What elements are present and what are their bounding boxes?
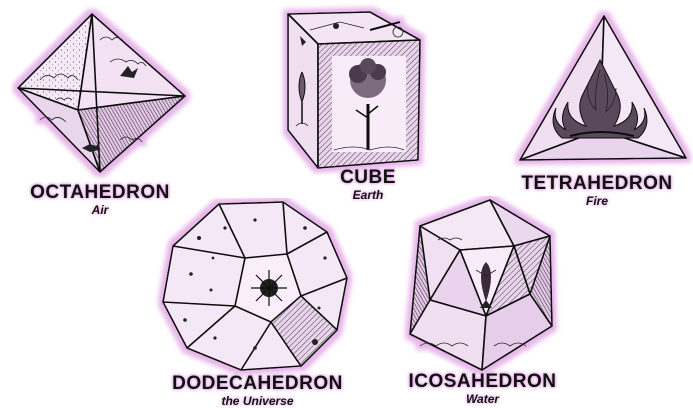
dodecahedron-caption: DODECAHEDRON the Universe	[155, 374, 360, 407]
cube-figure: CUBE Earth	[270, 0, 440, 215]
tetrahedron-name: TETRAHEDRON	[504, 174, 690, 193]
dodecahedron-name: DODECAHEDRON	[155, 374, 360, 393]
octahedron-figure: OCTAHEDRON Air	[0, 0, 220, 220]
icosahedron-name: ICOSAHEDRON	[390, 372, 575, 391]
dodecahedron-element: the Universe	[155, 395, 360, 407]
tetrahedron-figure: TETRAHEDRON Fire	[500, 0, 693, 215]
icosahedron-caption: ICOSAHEDRON Water	[390, 372, 575, 405]
tetrahedron-fire-icon	[500, 0, 693, 170]
icosahedron-figure: ICOSAHEDRON Water	[390, 196, 575, 405]
dodecahedron-figure: DODECAHEDRON the Universe	[155, 198, 360, 405]
octahedron-air-icon	[0, 0, 220, 190]
cube-earth-icon	[270, 0, 440, 175]
icosahedron-element: Water	[390, 393, 575, 405]
cube-name: CUBE	[298, 168, 438, 187]
dodecahedron-universe-icon	[155, 198, 360, 378]
icosahedron-water-icon	[390, 196, 575, 374]
